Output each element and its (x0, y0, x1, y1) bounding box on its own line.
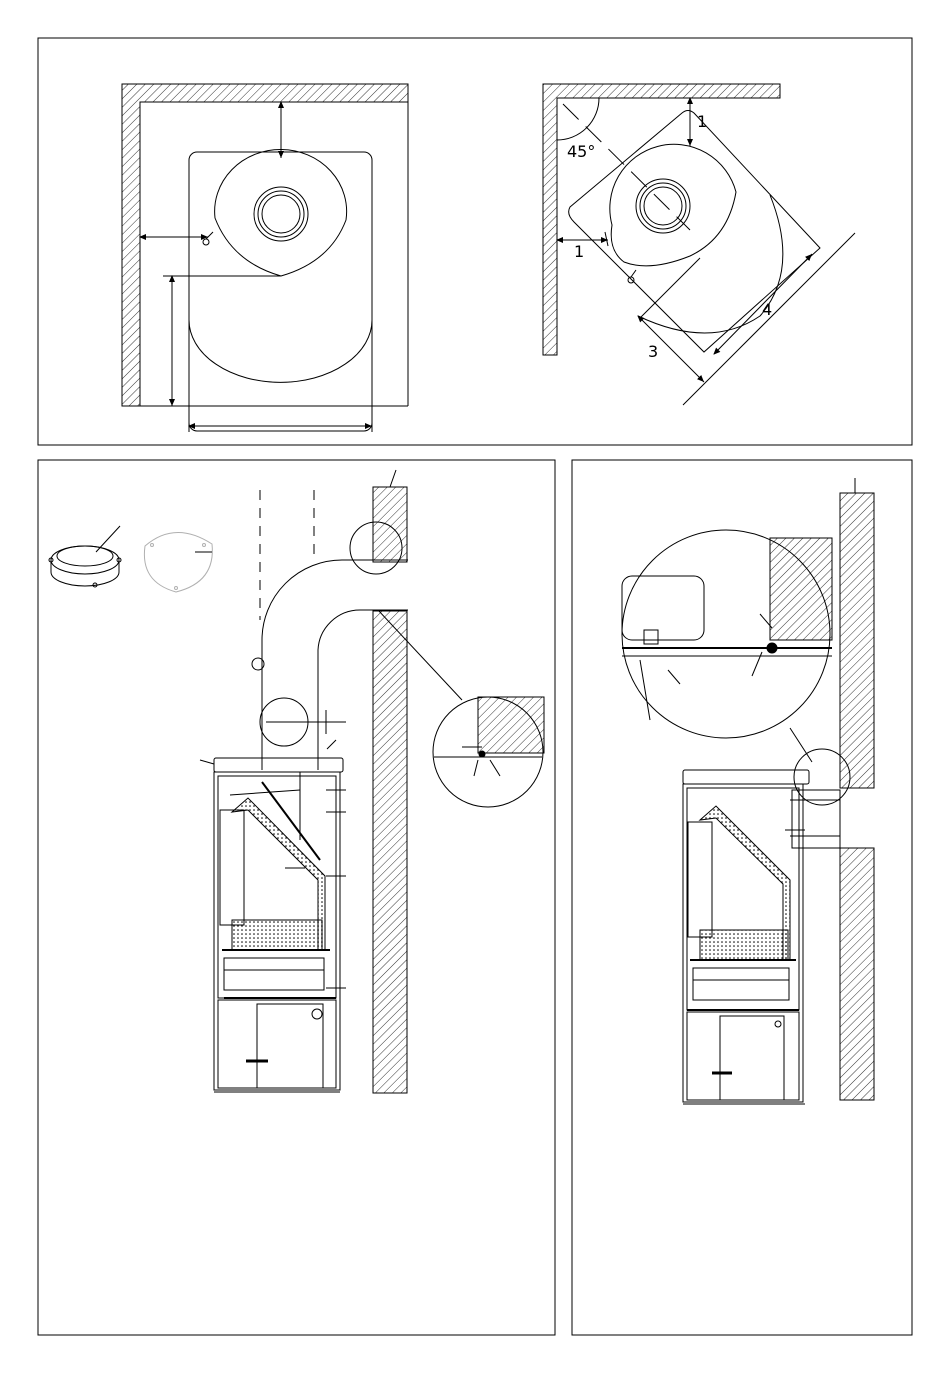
cover-plate-part (144, 532, 212, 592)
flue-inner (262, 195, 300, 233)
plan-view-wall-clearance (122, 84, 408, 432)
wall-section-left (373, 487, 407, 1093)
opening-arc (189, 320, 372, 382)
dim-label-4: 4 (762, 300, 772, 319)
stove-body (215, 149, 347, 276)
wall-section-right (840, 493, 874, 1100)
corner-handle-pivot (628, 277, 634, 283)
wall-hatch (122, 84, 408, 406)
corner-wall-hatch (543, 84, 780, 355)
corner-floor-plate (569, 111, 820, 353)
dim-label-1-side: 1 (574, 242, 584, 261)
dim-label-3: 3 (648, 342, 658, 361)
detail-callout-right (622, 530, 850, 805)
corner-flue-inner (644, 187, 682, 225)
connection-ring-part (49, 526, 121, 587)
stove-section-right (683, 770, 840, 1104)
plan-view-corner-installation (543, 84, 855, 405)
corner-stove-body (610, 144, 736, 266)
floor-plate (189, 152, 372, 431)
bottom-left-panel-frame (38, 460, 555, 1335)
dim-label-1-top: 1 (697, 112, 707, 131)
stove-section-left (200, 740, 346, 1092)
handle-pivot (203, 239, 209, 245)
angle-label: 45° (567, 142, 595, 161)
